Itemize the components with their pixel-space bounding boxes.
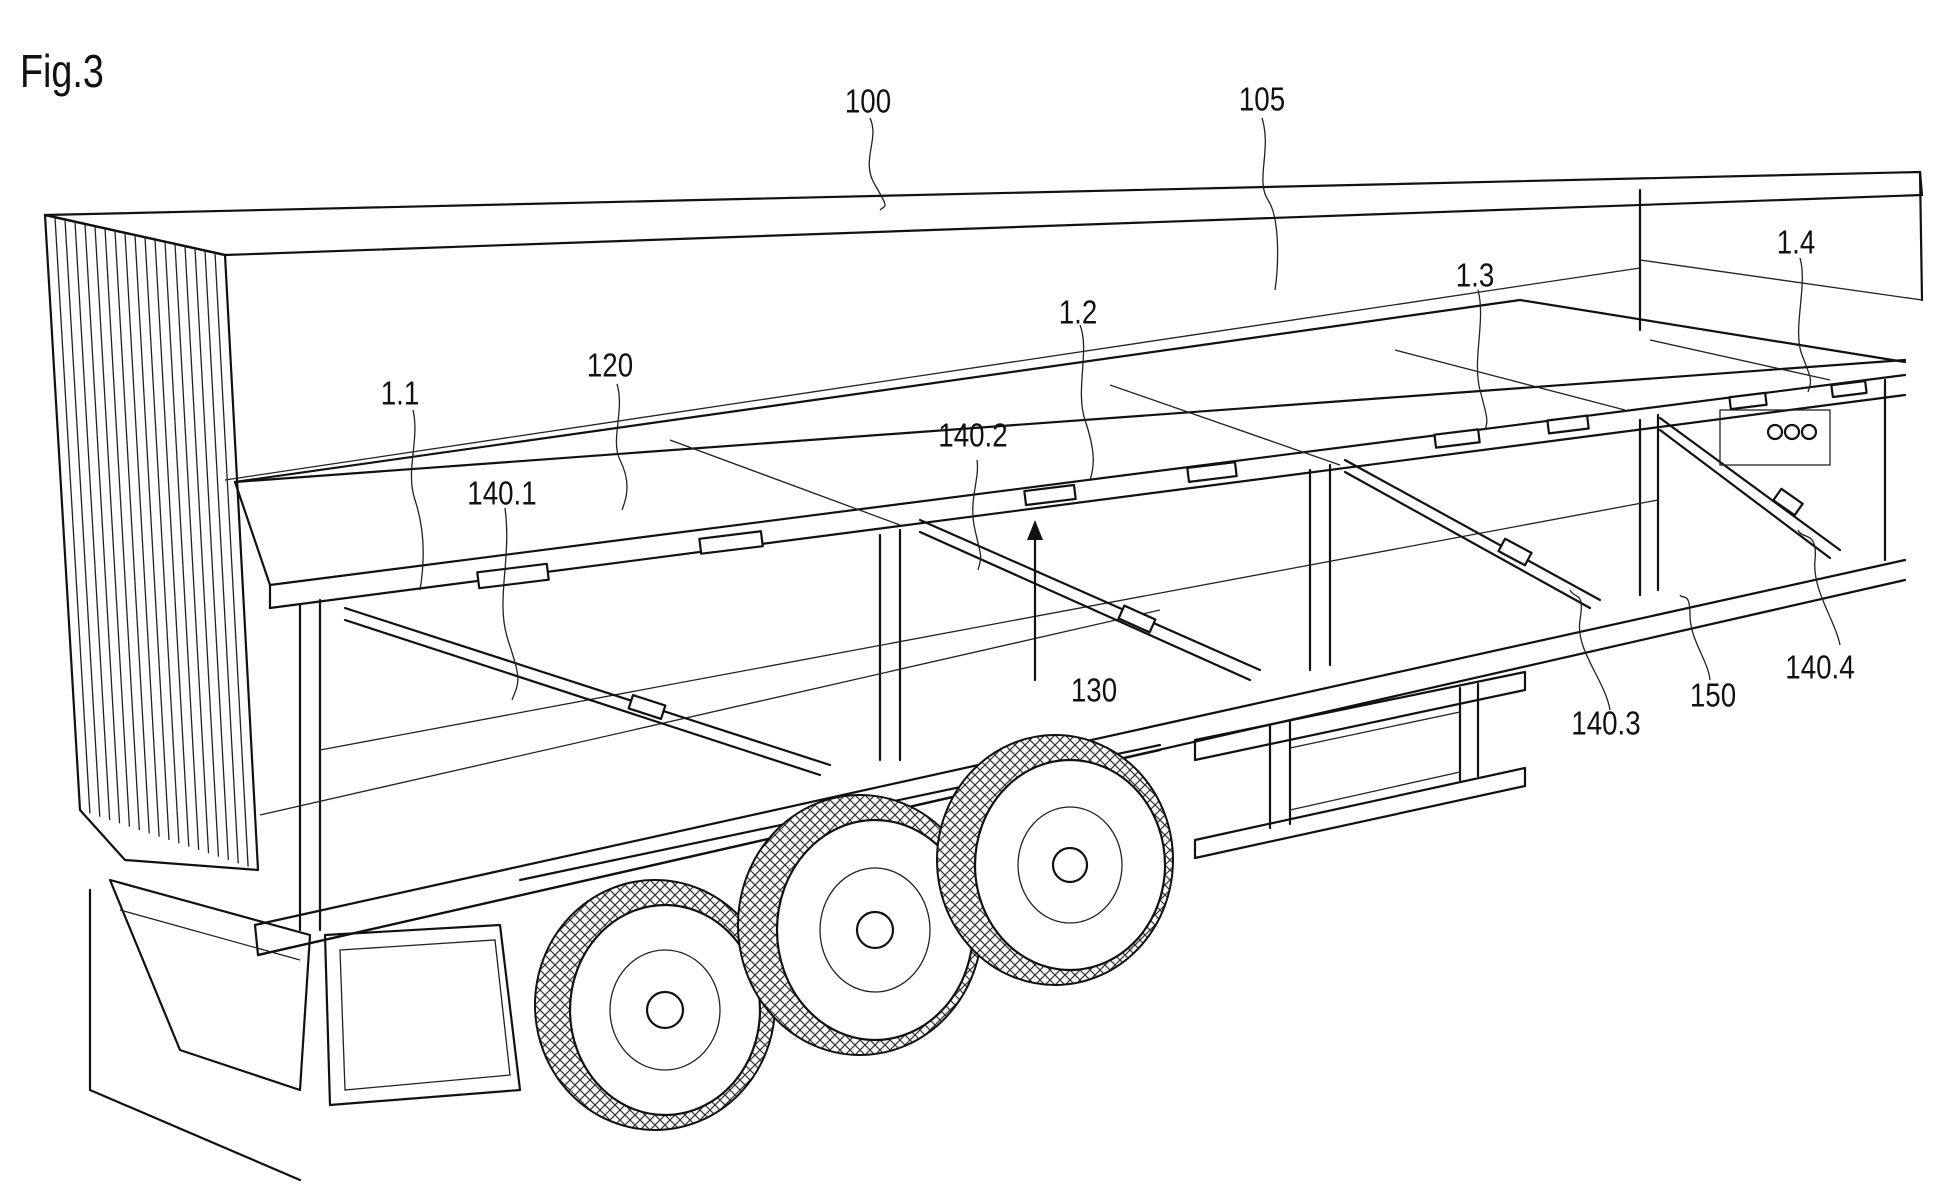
corrugation-line [135, 235, 169, 840]
ref-label-140-3: 140.3 [1571, 707, 1640, 740]
front-box [90, 880, 520, 1180]
ref-label-105: 105 [1239, 83, 1285, 116]
corrugation-line [115, 231, 149, 834]
corrugation-line [75, 222, 110, 820]
corrugation-line [175, 244, 209, 853]
trailer-roof [45, 172, 1922, 330]
ref-label-1-3: 1.3 [1456, 259, 1495, 292]
corrugation-line [125, 233, 159, 837]
ref-label-120: 120 [587, 349, 633, 382]
corrugation-line [85, 224, 120, 823]
rear-lights [1720, 410, 1830, 465]
corrugation-line [185, 246, 218, 857]
corrugation-line [145, 237, 179, 843]
trailer-front-wall [45, 215, 258, 870]
ref-label-140-4: 140.4 [1785, 651, 1854, 684]
ref-label-1-4: 1.4 [1777, 226, 1816, 259]
corrugation-line [165, 242, 199, 850]
ref-label-130: 130 [1071, 674, 1117, 707]
corrugation-line [55, 217, 90, 813]
ref-label-140-1: 140.1 [467, 477, 536, 510]
ref-label-1-2: 1.2 [1059, 296, 1098, 329]
ref-label-1-1: 1.1 [381, 377, 420, 410]
wheels [535, 735, 1173, 1130]
corrugation-line [65, 219, 100, 816]
landing-gear [1195, 672, 1525, 858]
corrugation-line [195, 248, 228, 860]
ref-label-140-2: 140.2 [938, 419, 1007, 452]
figure-title: Fig.3 [20, 44, 104, 98]
corrugation-line [95, 226, 129, 827]
ref-label-150: 150 [1690, 679, 1736, 712]
corrugation-line [205, 251, 238, 864]
corrugation-line [105, 228, 139, 830]
corrugation-line [215, 253, 248, 867]
ref-label-100: 100 [845, 85, 891, 118]
corrugation-line [155, 239, 189, 846]
